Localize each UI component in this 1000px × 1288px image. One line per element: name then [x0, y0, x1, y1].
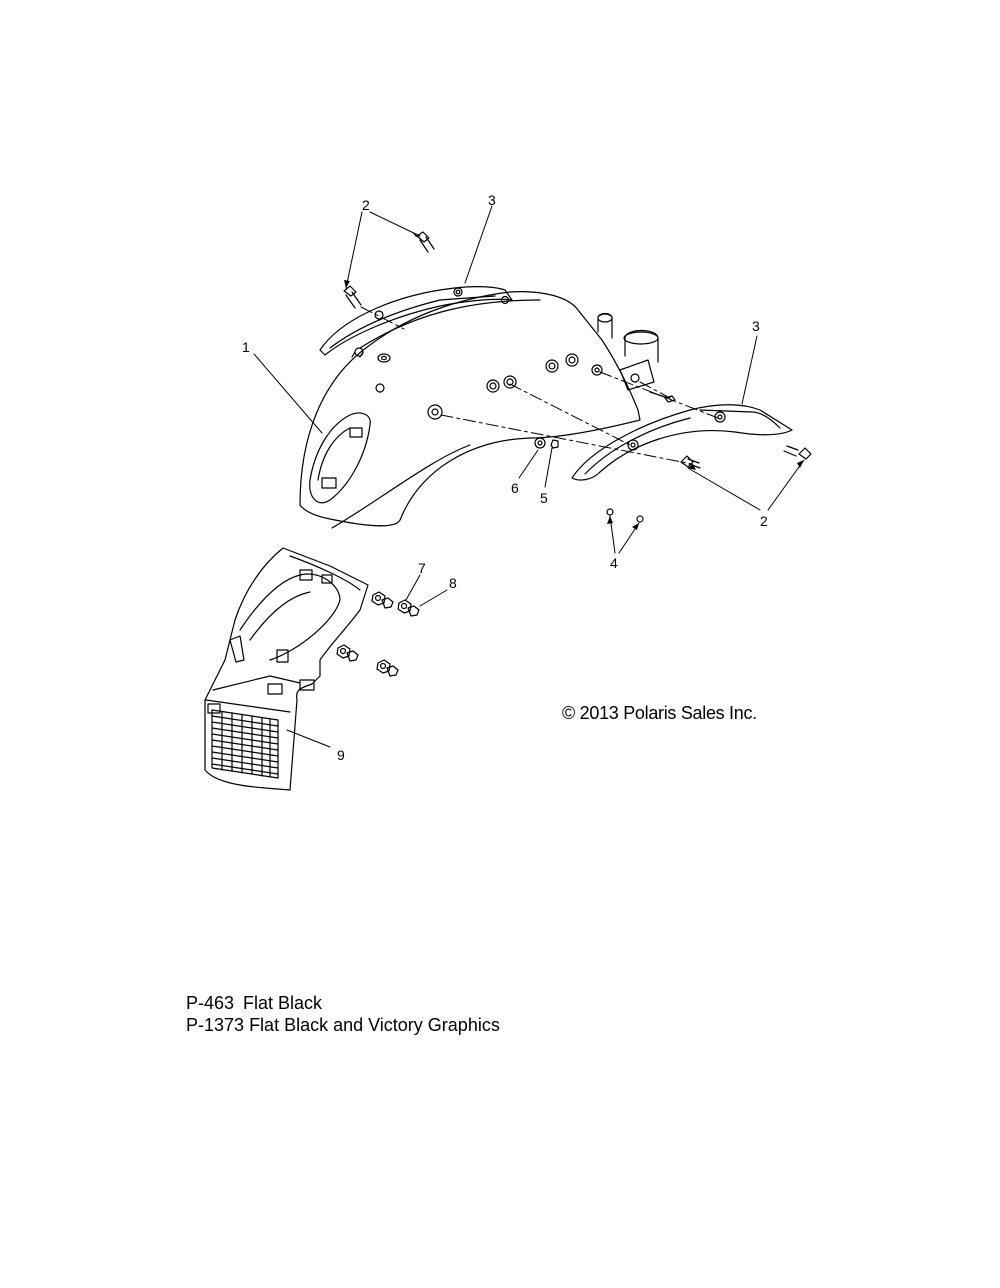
- note-text: Flat Black and Victory Graphics: [249, 1015, 500, 1035]
- mud-flap: [204, 547, 369, 791]
- callout-8: 8: [449, 575, 457, 591]
- callout-4: 4: [610, 555, 618, 571]
- callout-6: 6: [511, 480, 519, 496]
- rail-left: [319, 286, 513, 356]
- note-line-victory-graphics: P-1373 Flat Black and Victory Graphics: [186, 1014, 500, 1036]
- copyright-notice: © 2013 Polaris Sales Inc.: [562, 703, 757, 723]
- callout-2-top: 2: [362, 197, 370, 213]
- note-code: P-1373: [186, 1015, 245, 1035]
- rail-washers: [351, 347, 391, 363]
- callout-1: 1: [242, 339, 250, 355]
- screws: [343, 231, 812, 469]
- fasteners-4-5-6: [534, 395, 676, 523]
- note-line-flat-black: P-463 Flat Black: [186, 992, 500, 1014]
- leader-lines: [253, 205, 805, 748]
- callout-labels: 1 2 3 3 2 6 5 4 7 8 9: [242, 192, 768, 763]
- callout-2-right: 2: [760, 513, 768, 529]
- callout-7: 7: [418, 560, 426, 576]
- note-code: P-463: [186, 993, 235, 1013]
- nuts-7-8: [336, 591, 420, 677]
- rail-right: [571, 404, 793, 481]
- callout-9: 9: [337, 747, 345, 763]
- assembly-lines: [360, 306, 719, 465]
- note-text: Flat Black: [243, 993, 323, 1013]
- callout-3-right: 3: [752, 318, 760, 334]
- callout-3-top: 3: [488, 192, 496, 208]
- paint-code-notes: P-463 Flat Black P-1373 Flat Black and V…: [186, 992, 500, 1036]
- rear-fender: [299, 291, 669, 529]
- callout-5: 5: [540, 490, 548, 506]
- arrowheads: [344, 232, 804, 530]
